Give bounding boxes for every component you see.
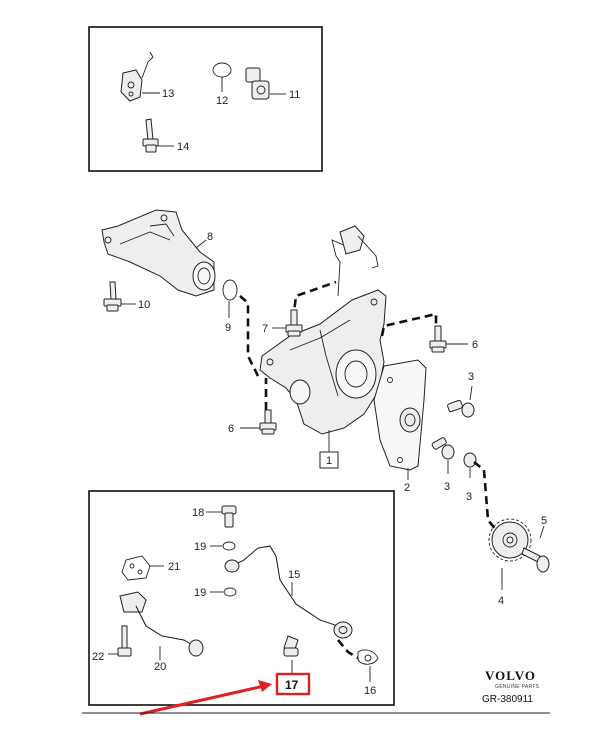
part-9-o-ring	[222, 279, 238, 301]
dash-line-9	[239, 295, 260, 377]
callout-7: 7	[262, 323, 268, 335]
callout-10: 10	[138, 299, 150, 311]
callout-19b: 19	[194, 587, 206, 599]
part-3-screw-b	[431, 437, 455, 460]
part-20-suction-pipe	[119, 591, 204, 657]
part-5-bolt	[521, 547, 550, 573]
dash-line-3-to-4	[473, 460, 498, 531]
part-17-bolt	[283, 635, 299, 657]
part-19-washer-upper	[222, 541, 236, 551]
callout-14: 14	[177, 141, 189, 153]
callout-17-highlight	[275, 672, 311, 696]
callout-3b: 3	[444, 481, 450, 493]
part-2-cover-plate	[373, 359, 427, 471]
part-11-sensor	[245, 67, 270, 100]
inset-box-bottom	[88, 490, 395, 706]
callout-15: 15	[288, 569, 300, 581]
callout-22: 22	[92, 651, 104, 663]
callout-16: 16	[364, 685, 376, 697]
part-4-sprocket	[488, 518, 532, 562]
callout-9: 9	[225, 322, 231, 334]
part-10-bolt	[103, 281, 122, 312]
callout-11: 11	[289, 89, 300, 101]
callout-12: 12	[216, 95, 228, 107]
part-21-gasket	[121, 555, 151, 581]
part-12-o-ring	[212, 62, 232, 78]
diagram-reference: GR-380911	[482, 694, 533, 705]
part-14-bolt	[142, 118, 159, 153]
callout-4: 4	[498, 595, 504, 607]
inset-box-top	[88, 26, 323, 172]
part-15-oil-pipe	[224, 545, 353, 639]
callout-21: 21	[168, 561, 180, 573]
callout-17: 17	[285, 678, 299, 692]
part-18-bolt	[221, 505, 237, 528]
part-16-clip	[357, 649, 379, 665]
volvo-logo: VOLVO	[485, 668, 536, 683]
callout-2: 2	[404, 482, 410, 494]
dash-line-7	[291, 280, 337, 321]
callout-18: 18	[192, 507, 204, 519]
callout-8: 8	[207, 231, 213, 243]
callout-3c: 3	[466, 491, 472, 503]
dash-line-6-top	[380, 312, 438, 337]
part-8-pipe-housing	[101, 209, 216, 297]
callout-19a: 19	[194, 541, 206, 553]
callout-6a: 6	[472, 339, 478, 351]
part-7-bolt	[285, 309, 303, 337]
volvo-logo-subtitle: GENUINE PARTS	[495, 684, 540, 690]
dash-line-16	[337, 639, 359, 660]
part-13-bracket	[120, 51, 154, 102]
part-3-screw-a	[447, 399, 475, 418]
part-6-bolt-upper	[429, 325, 447, 353]
part-22-bolt	[117, 625, 132, 657]
part-6-bolt-lower	[259, 409, 277, 435]
highlight-arrow	[139, 680, 272, 716]
part-19-washer-lower	[223, 587, 237, 597]
callout-1: 1	[326, 455, 332, 467]
part-1-oil-pump	[259, 225, 387, 435]
callout-20: 20	[154, 661, 166, 673]
part-3-screw-c	[463, 452, 477, 468]
callout-5: 5	[541, 515, 547, 527]
callout-6b: 6	[228, 423, 234, 435]
callout-3a: 3	[468, 371, 474, 383]
callout-13: 13	[162, 88, 174, 100]
